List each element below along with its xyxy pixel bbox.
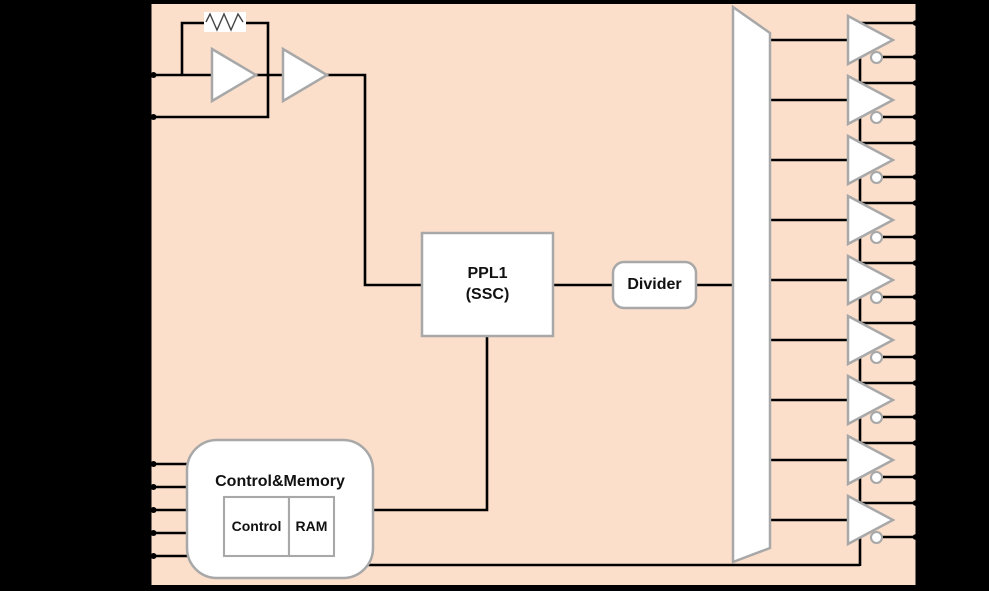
buffer-triangle-icon [846, 373, 896, 427]
output-buffer [846, 253, 919, 307]
output-pin-dot [912, 474, 919, 480]
buffer-icon [281, 46, 330, 104]
output-pin-dot [912, 200, 919, 206]
oscillator-pin-dots [150, 72, 157, 120]
output-buffers [846, 13, 919, 547]
inverter-bubble-icon [869, 290, 884, 305]
buffer-triangle-icon [846, 433, 896, 487]
output-buffer [846, 193, 919, 247]
mux-trapezoid [731, 4, 772, 564]
output-pin-dot [912, 500, 919, 506]
buffer-triangle-icon [846, 193, 896, 247]
output-pin-dot [912, 260, 919, 266]
control-pin-dot [150, 484, 157, 490]
buffer-triangle-icon [846, 493, 896, 547]
output-pin-dot [912, 440, 919, 446]
inverter-bubble-icon [869, 410, 884, 425]
output-pin-dot [912, 380, 919, 386]
output-buffer [846, 373, 919, 427]
inverter-bubble-icon [869, 50, 884, 65]
control-pin-dot [150, 530, 157, 536]
inverter-bubble-icon [869, 170, 884, 185]
output-pin-dot [912, 294, 919, 300]
wires [150, 21, 860, 567]
inverter-bubble-icon [869, 110, 884, 125]
output-buffer [846, 73, 919, 127]
output-pin-dot [912, 54, 919, 60]
control-pin-dot [150, 461, 157, 467]
output-pin-dot [912, 114, 919, 120]
inverter-bubble-icon [869, 350, 884, 365]
output-pin-dot [912, 80, 919, 86]
output-pin-dot [912, 320, 919, 326]
buffer-triangle-icon [846, 133, 896, 187]
output-buffer [846, 433, 919, 487]
output-buffer [846, 133, 919, 187]
control-pin-dot [150, 507, 157, 513]
output-buffer [846, 13, 919, 67]
ram-sub-block [287, 495, 336, 558]
output-pin-dot [912, 174, 919, 180]
control-pin-dot [150, 553, 157, 559]
pll-block [420, 231, 555, 338]
output-pin-dot [912, 354, 919, 360]
output-pin-dot [912, 140, 919, 146]
output-pin-dot [912, 234, 919, 240]
resistor-zigzag-icon [205, 12, 244, 32]
inverter-bubble-icon [869, 530, 884, 545]
buffer-triangle-icon [846, 253, 896, 307]
amplifier-icon [210, 46, 259, 104]
oscillator-amplifiers [210, 46, 330, 104]
buffer-triangle-icon [846, 73, 896, 127]
inverter-bubble-icon [869, 230, 884, 245]
output-buffer [846, 313, 919, 367]
output-buffer [846, 493, 919, 547]
feedback-resistor [204, 12, 246, 32]
control-sub-block [222, 495, 291, 558]
output-pin-dot [912, 534, 919, 540]
output-pin-dot [912, 414, 919, 420]
inverter-bubble-icon [869, 470, 884, 485]
output-pin-dot [912, 20, 919, 26]
buffer-triangle-icon [846, 13, 896, 67]
buffer-triangle-icon [846, 313, 896, 367]
divider-block [611, 260, 698, 310]
